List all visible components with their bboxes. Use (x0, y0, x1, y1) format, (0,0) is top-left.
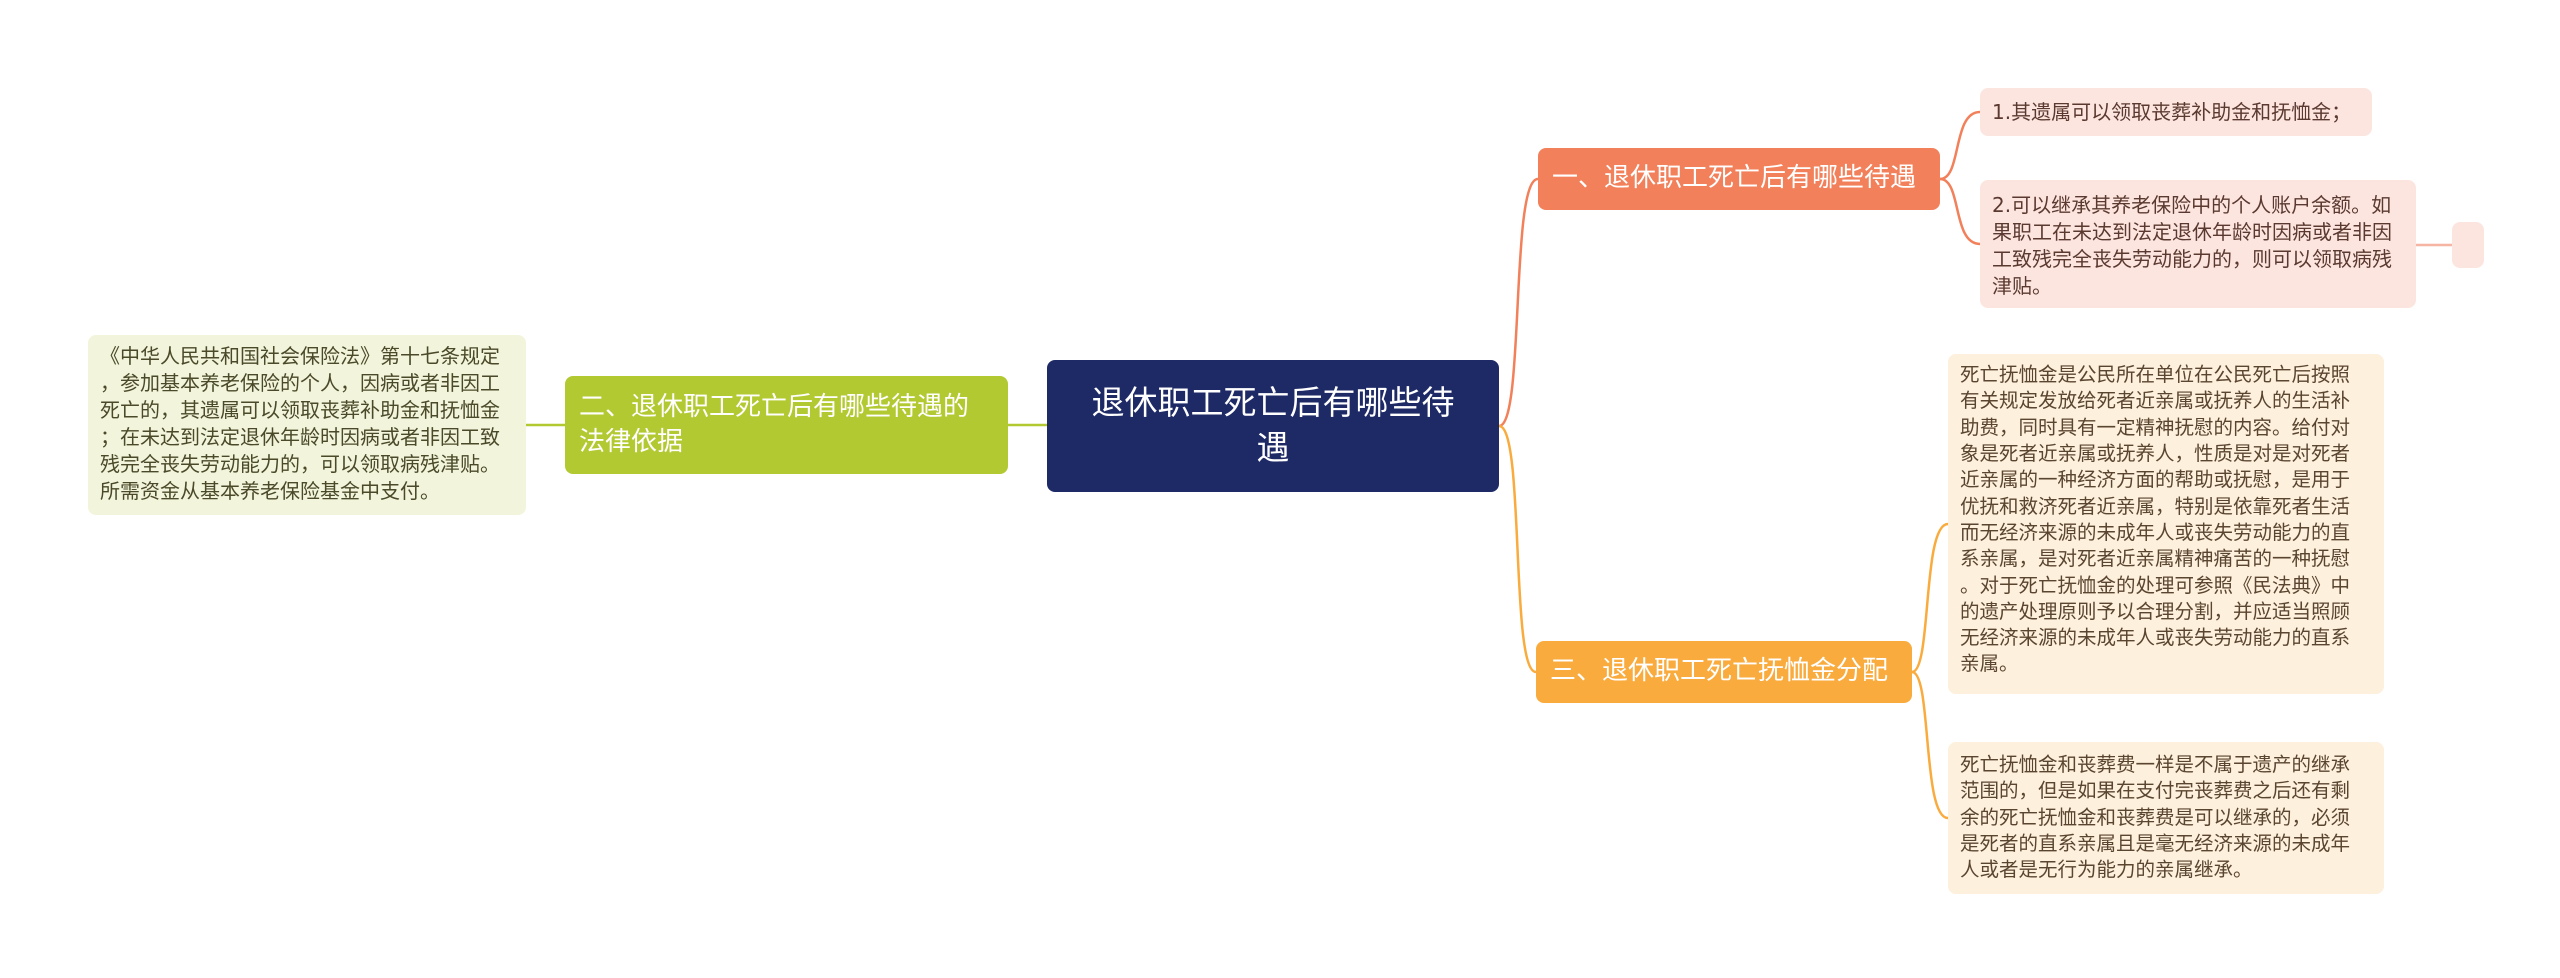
subtopic-2-1-text: 《中华人民共和国社会保险法》第十七条规定 ，参加基本养老保险的个人，因病或者非因… (100, 344, 500, 503)
subtopic-3-2-text: 死亡抚恤金和丧葬费一样是不属于遗产的继承 范围的，但是如果在支付完丧葬费之后还有… (1960, 753, 2351, 882)
empty-subtopic[interactable] (2452, 222, 2484, 268)
link-branch3-leaf2 (1911, 670, 1949, 820)
branch-topic-3-label: 三、退休职工死亡抚恤金分配 (1550, 656, 1889, 687)
subtopic-2-1[interactable]: 《中华人民共和国社会保险法》第十七条规定 ，参加基本养老保险的个人，因病或者非因… (88, 335, 526, 515)
link-root-branch1 (1498, 177, 1539, 428)
subtopic-1-2-text: 2.可以继承其养老保险中的个人账户余额。如 果职工在未达到法定退休年龄时因病或者… (1992, 193, 2392, 298)
branch-topic-3[interactable]: 三、退休职工死亡抚恤金分配 (1536, 641, 1912, 703)
subtopic-1-2[interactable]: 2.可以继承其养老保险中的个人账户余额。如 果职工在未达到法定退休年龄时因病或者… (1980, 180, 2416, 308)
link-branch1-leaf2 (1939, 177, 1981, 246)
subtopic-3-2[interactable]: 死亡抚恤金和丧葬费一样是不属于遗产的继承 范围的，但是如果在支付完丧葬费之后还有… (1948, 742, 2384, 894)
branch-topic-1-label: 一、退休职工死亡后有哪些待遇 (1552, 163, 1917, 194)
subtopic-1-1-text: 1.其遗属可以领取丧葬补助金和抚恤金； (1992, 99, 2352, 124)
root-topic-label: 退休职工死亡后有哪些待 遇 (1091, 383, 1455, 467)
link-branch3-leaf1 (1911, 522, 1949, 674)
subtopic-1-1[interactable]: 1.其遗属可以领取丧葬补助金和抚恤金； (1980, 88, 2372, 136)
subtopic-3-1[interactable]: 死亡抚恤金是公民所在单位在公民死亡后按照 有关规定发放给死者近亲属或抚养人的生活… (1948, 354, 2384, 694)
subtopic-3-1-text: 死亡抚恤金是公民所在单位在公民死亡后按照 有关规定发放给死者近亲属或抚养人的生活… (1960, 363, 2351, 676)
link-root-branch3 (1498, 424, 1537, 674)
branch-topic-2[interactable]: 二、退休职工死亡后有哪些待遇的 法律依据 (565, 376, 1008, 474)
branch-topic-1[interactable]: 一、退休职工死亡后有哪些待遇 (1538, 148, 1940, 210)
link-branch1-leaf1 (1939, 110, 1981, 181)
branch-topic-2-label: 二、退休职工死亡后有哪些待遇的 法律依据 (579, 391, 970, 457)
root-topic[interactable]: 退休职工死亡后有哪些待 遇 (1047, 360, 1499, 492)
